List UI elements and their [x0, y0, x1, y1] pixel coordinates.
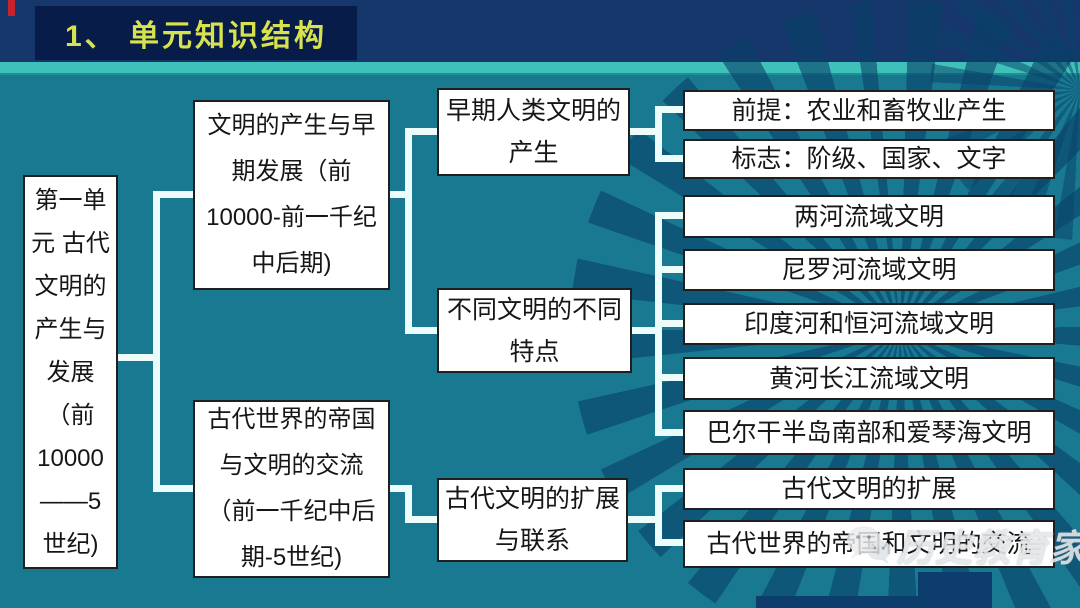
unit-root-box: 第一单元 古代文明的产生与发展（前10000——5世纪) — [23, 175, 118, 569]
topic-different-features-label: 不同文明的不同特点 — [446, 295, 622, 366]
leaf-indus-ganges-label: 印度河和恒河流域文明 — [743, 310, 994, 338]
topic-early-civilization-box: 早期人类文明的产生 — [437, 88, 630, 176]
topic-expansion-label: 古代文明的扩展与联系 — [445, 485, 621, 555]
connector-line — [655, 539, 683, 546]
connector-line — [655, 485, 683, 492]
connector-line — [655, 485, 662, 546]
branch-origins-label: 文明的产生与早期发展（前10000-前一千纪中后期) — [206, 112, 377, 277]
branch-empires-box: 古代世界的帝国与文明的交流（前一千纪中后期-5世纪) — [193, 400, 390, 578]
leaf-mesopotamia-box: 两河流域文明 — [683, 195, 1055, 238]
watermark-text: 历史教育家 — [897, 528, 1080, 569]
topic-different-features-box: 不同文明的不同特点 — [437, 288, 632, 373]
connector-line — [118, 354, 160, 361]
connector-line — [405, 128, 412, 334]
connector-line — [405, 128, 437, 135]
connector-line — [632, 327, 662, 334]
watermark: 历史教育家 — [845, 518, 1080, 572]
topic-early-civilization-label: 早期人类文明的产生 — [445, 97, 621, 167]
connector-line — [390, 191, 412, 198]
leaf-symbols-label: 标志：阶级、国家、文字 — [731, 145, 1007, 173]
connector-line — [655, 106, 662, 162]
connector-line — [655, 106, 683, 113]
leaf-nile-label: 尼罗河流域文明 — [781, 256, 957, 284]
leaf-yellow-yangtze-label: 黄河长江流域文明 — [768, 364, 969, 393]
branch-origins-box: 文明的产生与早期发展（前10000-前一千纪中后期) — [193, 100, 390, 290]
connector-line — [390, 485, 412, 492]
leaf-expansion-label: 古代文明的扩展 — [781, 475, 957, 503]
connector-line — [655, 155, 683, 162]
leaf-indus-ganges-box: 印度河和恒河流域文明 — [683, 303, 1055, 345]
leaf-premise-label: 前提：农业和畜牧业产生 — [731, 96, 1007, 125]
topic-expansion-box: 古代文明的扩展与联系 — [437, 478, 628, 562]
leaf-mesopotamia-label: 两河流域文明 — [793, 202, 944, 231]
leaf-balkan-aegean-box: 巴尔干半岛南部和爱琴海文明 — [683, 410, 1055, 455]
connector-line — [405, 327, 437, 334]
wechat-icon — [847, 526, 891, 564]
connector-line — [655, 429, 683, 436]
leaf-balkan-aegean-label: 巴尔干半岛南部和爱琴海文明 — [706, 418, 1032, 447]
title-box: 1、 单元知识结构 — [35, 6, 357, 60]
red-accent-bar — [8, 0, 15, 16]
connector-line — [405, 485, 412, 523]
unit-root-label: 第一单元 古代文明的产生与发展（前10000——5世纪) — [31, 186, 110, 558]
branch-empires-label: 古代世界的帝国与文明的交流（前一千纪中后期-5世纪) — [207, 406, 376, 571]
connector-line — [630, 128, 662, 135]
connector-line — [153, 485, 193, 492]
navy-patch — [756, 596, 936, 608]
connector-line — [655, 212, 683, 219]
leaf-symbols-box: 标志：阶级、国家、文字 — [683, 139, 1055, 179]
connector-line — [153, 191, 160, 492]
leaf-nile-box: 尼罗河流域文明 — [683, 249, 1055, 291]
connector-line — [655, 266, 683, 273]
connector-line — [405, 516, 437, 523]
leaf-yellow-yangtze-box: 黄河长江流域文明 — [683, 357, 1055, 400]
leaf-premise-box: 前提：农业和畜牧业产生 — [683, 90, 1055, 131]
page-title: 1、 单元知识结构 — [64, 20, 328, 53]
connector-line — [655, 320, 683, 327]
connector-line — [153, 191, 193, 198]
leaf-expansion-box: 古代文明的扩展 — [683, 468, 1055, 510]
connector-line — [628, 516, 662, 523]
connector-line — [655, 374, 683, 381]
